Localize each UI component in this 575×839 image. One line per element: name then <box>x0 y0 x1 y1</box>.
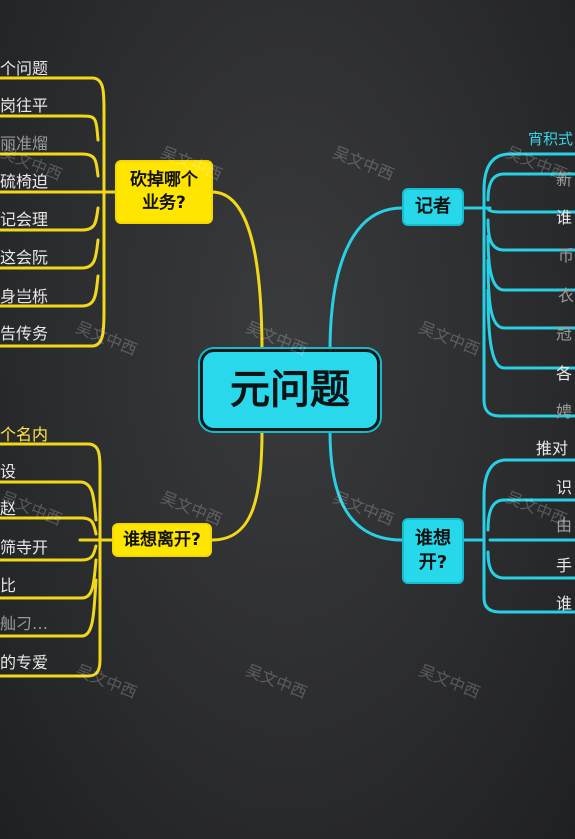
leaf-right-top-5[interactable]: 衣 <box>558 286 575 305</box>
leaf-right-bottom-1[interactable]: 推对 <box>536 439 569 458</box>
leaf-left-top-2[interactable]: 岗往平 <box>0 96 49 115</box>
leaf-left-bottom-7[interactable]: 的专爱 <box>0 653 49 672</box>
leaf-right-top-7[interactable]: 各 <box>556 364 573 383</box>
leaf-right-bottom-2[interactable]: 识 <box>556 478 573 497</box>
leaf-left-top-8[interactable]: 告传务 <box>0 324 49 343</box>
leaf-right-top-6[interactable]: 冠 <box>556 324 573 343</box>
branch-who-wants-to-open[interactable]: 谁想开? <box>402 518 464 584</box>
branch-reporter[interactable]: 记者 <box>402 188 464 226</box>
leaf-right-bottom-5[interactable]: 谁 <box>556 594 573 613</box>
leaf-right-top-1[interactable]: 宵积式 <box>528 130 574 148</box>
leaf-left-top-1[interactable]: 个问题 <box>0 59 49 78</box>
leaf-left-top-7[interactable]: 身岂栎 <box>0 287 49 306</box>
leaf-right-top-8[interactable]: 娉 <box>556 402 573 421</box>
leaf-left-top-4[interactable]: 硫椅迫 <box>0 172 49 191</box>
leaf-left-top-5[interactable]: 记会理 <box>0 210 49 229</box>
leaf-right-top-2[interactable]: 新 <box>556 170 573 189</box>
leaf-right-top-4[interactable]: 币 <box>558 246 575 265</box>
branch-who-wants-to-leave[interactable]: 谁想离开? <box>112 523 212 557</box>
leaf-right-bottom-3[interactable]: 由 <box>556 516 573 535</box>
leaf-left-bottom-3[interactable]: 赵 <box>0 499 17 518</box>
leaf-right-top-3[interactable]: 谁 <box>556 208 573 227</box>
central-topic[interactable]: 元问题 <box>200 349 380 431</box>
leaf-left-bottom-1[interactable]: 个名内 <box>0 425 49 444</box>
branch-cut-business[interactable]: 砍掉哪个业务? <box>115 160 213 224</box>
leaf-left-bottom-2[interactable]: 设 <box>0 462 17 481</box>
leaf-left-top-3[interactable]: 丽准熘 <box>0 134 49 153</box>
leaf-left-bottom-4[interactable]: 筛寺开 <box>0 538 49 557</box>
leaf-left-top-6[interactable]: 这会阮 <box>0 248 49 267</box>
leaf-left-bottom-5[interactable]: 比 <box>0 576 17 595</box>
leaf-right-bottom-4[interactable]: 手 <box>556 556 573 575</box>
leaf-left-bottom-6[interactable]: 舢刁… <box>0 614 49 633</box>
